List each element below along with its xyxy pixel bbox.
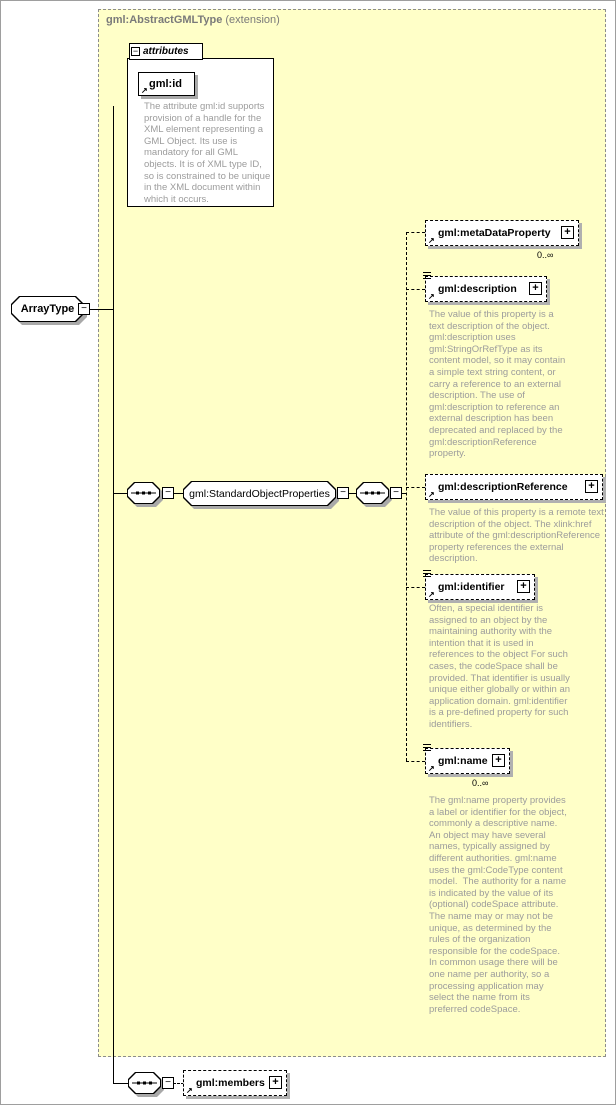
sequence-icon — [127, 482, 160, 504]
reference-arrow-icon: ↗ — [428, 236, 435, 245]
base-type-name: gml:AbstractGMLType — [106, 14, 223, 26]
expand-icon[interactable]: + — [492, 754, 505, 767]
collapse-icon[interactable]: − — [162, 487, 174, 499]
dashed-connector — [173, 1083, 184, 1084]
collapse-icon[interactable]: − — [78, 303, 90, 315]
annotation-icon — [423, 744, 431, 752]
model-group-label: gml:StandardObjectProperties — [189, 487, 330, 500]
expand-icon[interactable]: + — [585, 480, 598, 493]
connector-line — [90, 309, 114, 310]
root-element-arraytype[interactable]: ArrayType — [11, 296, 84, 322]
expand-icon[interactable]: + — [561, 226, 574, 239]
descriptionreference-documentation: The value of this property is a remote t… — [429, 507, 607, 565]
attribute-name-label: gml:id — [149, 78, 182, 90]
dashed-connector — [406, 289, 425, 290]
reference-arrow-icon: ↗ — [428, 490, 435, 499]
sequence-compositor[interactable] — [127, 482, 160, 504]
sequence-icon — [128, 1072, 161, 1094]
element-members[interactable]: gml:members + ↗ — [183, 1070, 287, 1096]
reference-arrow-icon: ↗ — [141, 86, 148, 95]
model-group-standardobjectproperties[interactable]: gml:StandardObjectProperties — [183, 481, 336, 506]
identifier-documentation: Often, a special identifier is assigned … — [429, 603, 573, 730]
root-element-label: ArrayType — [20, 303, 75, 315]
dashed-connector — [406, 232, 425, 233]
dashed-connector — [406, 761, 425, 762]
element-label: gml:name — [438, 755, 488, 767]
element-name[interactable]: gml:name + ↗ — [423, 744, 510, 774]
attributes-label: attributes — [143, 46, 189, 57]
annotation-icon — [423, 570, 431, 578]
sequence-compositor[interactable] — [128, 1072, 161, 1094]
element-label: gml:descriptionReference — [438, 481, 568, 493]
occurrence-label: 0..∞ — [537, 250, 554, 260]
description-documentation: The value of this property is a text des… — [429, 309, 568, 460]
derivation-kind-label: (extension) — [225, 14, 280, 26]
extension-header: gml:AbstractGMLType (extension) — [106, 14, 280, 26]
element-label: gml:members — [196, 1077, 265, 1089]
element-identifier[interactable]: gml:identifier + ↗ — [423, 570, 535, 600]
sequence-icon — [356, 482, 389, 504]
attributes-group[interactable]: − attributes — [129, 43, 203, 60]
gml-id-documentation: The attribute gml:id supports provision … — [144, 101, 273, 205]
tree-trunk-line — [113, 106, 114, 1084]
element-label: gml:metaDataProperty — [438, 227, 551, 239]
reference-arrow-icon: ↗ — [428, 764, 435, 773]
dashed-connector — [406, 487, 425, 488]
expand-icon[interactable]: + — [269, 1076, 282, 1089]
name-documentation: The gml:name property provides a label o… — [429, 795, 570, 1015]
annotation-icon — [423, 272, 431, 280]
dashed-branch-line — [406, 232, 407, 761]
sequence-compositor[interactable] — [356, 482, 389, 504]
element-description[interactable]: gml:description + ↗ — [423, 272, 547, 302]
fill — [12, 297, 83, 321]
expand-icon[interactable]: + — [517, 580, 530, 593]
attribute-gml-id[interactable]: gml:id ↗ — [138, 72, 195, 96]
dashed-connector — [401, 493, 407, 494]
reference-arrow-icon: ↗ — [428, 590, 435, 599]
dashed-connector — [406, 587, 425, 588]
occurrence-label: 0..∞ — [472, 778, 489, 788]
collapse-icon[interactable]: − — [131, 46, 140, 56]
collapse-icon[interactable]: − — [390, 487, 402, 499]
reference-arrow-icon: ↗ — [428, 292, 435, 301]
element-label: gml:identifier — [438, 581, 505, 593]
element-descriptionreference[interactable]: gml:descriptionReference + ↗ — [425, 474, 603, 500]
reference-arrow-icon: ↗ — [186, 1086, 193, 1095]
expand-icon[interactable]: + — [529, 282, 542, 295]
fill — [184, 482, 335, 505]
collapse-icon[interactable]: − — [337, 487, 349, 499]
element-metadataproperty[interactable]: gml:metaDataProperty + ↗ — [425, 220, 579, 246]
collapse-icon[interactable]: − — [162, 1077, 174, 1089]
element-label: gml:description — [438, 283, 517, 295]
